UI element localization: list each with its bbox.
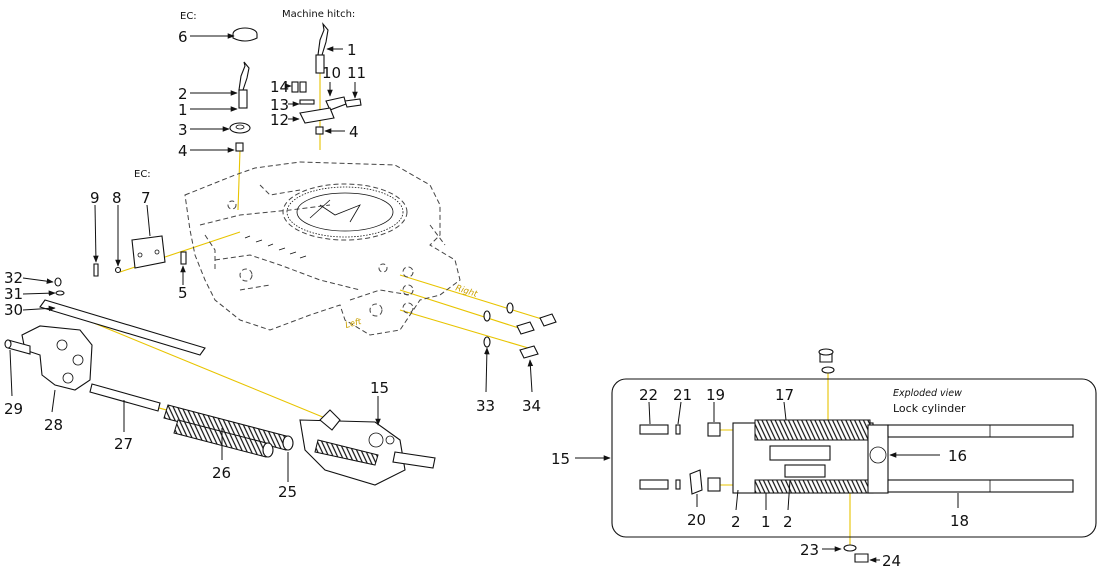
callout-1: 1 [347, 41, 357, 59]
callout-14: 14 [270, 78, 289, 96]
callout-6: 6 [178, 28, 188, 46]
callout-32: 32 [4, 269, 23, 287]
machine-hitch-caption: Machine hitch: [282, 9, 355, 20]
callout-12: 12 [270, 111, 289, 129]
callout-33: 33 [476, 397, 495, 415]
callout-2: 2 [731, 513, 741, 531]
callout-27: 27 [114, 435, 133, 453]
callout-22: 22 [639, 386, 658, 404]
machine-hitch-parts [291, 22, 362, 135]
callout-30: 30 [4, 301, 23, 319]
side-label-left: Left [344, 317, 363, 331]
callout-26: 26 [212, 464, 231, 482]
callout-29: 29 [4, 400, 23, 418]
lock-cylinder-caption: Lock cylinder [893, 402, 966, 415]
callout-19: 19 [706, 386, 725, 404]
side-bolts: Right Left [344, 283, 557, 359]
callout-21: 21 [673, 386, 692, 404]
ec-caption-top: EC: [180, 11, 197, 22]
callout-15: 15 [370, 379, 389, 397]
leader-lines [9, 33, 959, 563]
callout-24: 24 [882, 552, 901, 570]
exploded-view-panel: Exploded view Lock cylinder [611, 348, 1097, 563]
callout-13: 13 [270, 96, 289, 114]
callout-4: 4 [178, 142, 188, 160]
callout-numbers: 6 2 1 3 4 1 10 11 14 13 12 4 9 8 7 5 32 … [4, 28, 969, 570]
callout-8: 8 [112, 189, 122, 207]
lock-assembly [4, 277, 436, 486]
callout-20: 20 [687, 511, 706, 529]
exploded-view-caption: Exploded view [893, 388, 962, 399]
callout-16: 16 [948, 447, 967, 465]
callout-31: 31 [4, 285, 23, 303]
callout-1: 1 [761, 513, 771, 531]
callout-25: 25 [278, 483, 297, 501]
callout-17: 17 [775, 386, 794, 404]
callout-4: 4 [349, 123, 359, 141]
ec-caption-left: EC: [134, 169, 151, 180]
callout-9: 9 [90, 189, 100, 207]
callout-2: 2 [783, 513, 793, 531]
callout-11: 11 [347, 64, 366, 82]
callout-15: 15 [551, 450, 570, 468]
callout-3: 3 [178, 121, 188, 139]
callout-2: 2 [178, 85, 188, 103]
callout-18: 18 [950, 512, 969, 530]
callout-10: 10 [322, 64, 341, 82]
callout-28: 28 [44, 416, 63, 434]
callout-5: 5 [178, 284, 188, 302]
hitch-housing [184, 161, 461, 336]
callout-23: 23 [800, 541, 819, 559]
ec-left-parts [93, 235, 187, 277]
callout-7: 7 [141, 189, 151, 207]
callout-1: 1 [178, 101, 188, 119]
callout-34: 34 [522, 397, 541, 415]
top-ec-parts [229, 27, 258, 152]
side-label-right: Right [454, 283, 479, 300]
